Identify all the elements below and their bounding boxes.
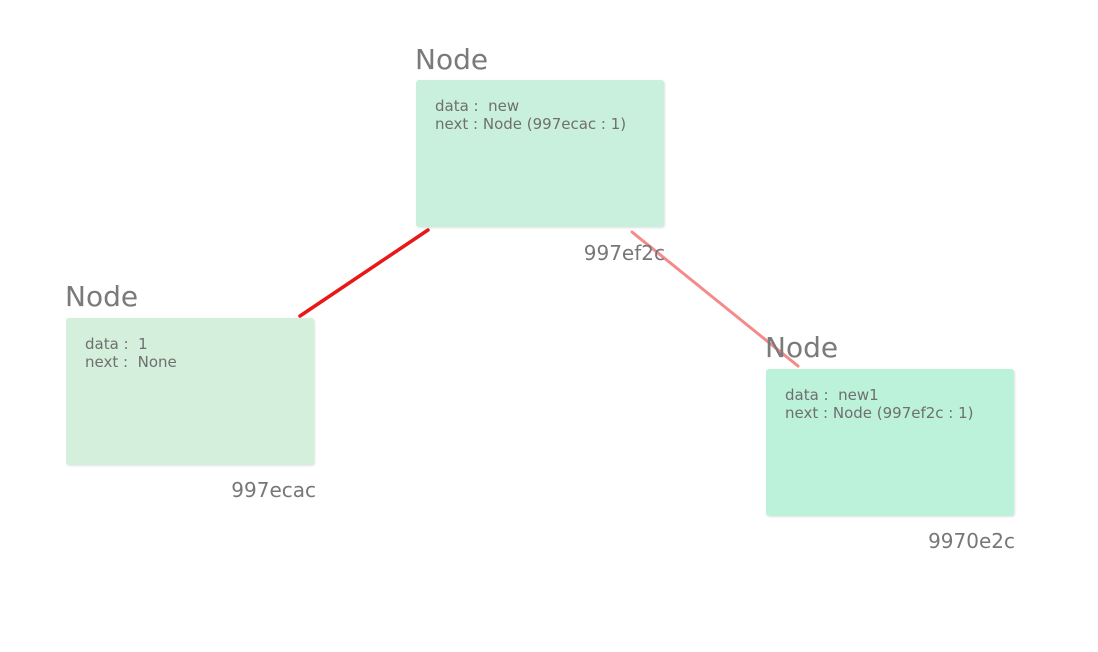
node-address-top: 997ef2c (583, 241, 665, 265)
next-field: next : None (85, 353, 177, 371)
data-field: data : 1 (85, 335, 177, 353)
node-title-left: Node (65, 280, 139, 313)
node-fields-right: data : new1 next : Node (997ef2c : 1) (785, 386, 974, 422)
node-box-top[interactable]: data : new next : Node (997ecac : 1) (416, 80, 664, 227)
next-label: next : (85, 353, 129, 371)
next-label: next : (785, 404, 829, 422)
node-title-right: Node (765, 331, 839, 364)
next-label: next : (435, 115, 479, 133)
next-value: Node (997ef2c : 1) (832, 404, 974, 422)
next-value: None (137, 353, 177, 371)
node-address-right: 9970e2c (928, 529, 1015, 553)
data-label: data : (435, 97, 479, 115)
node-box-right[interactable]: data : new1 next : Node (997ef2c : 1) (766, 369, 1014, 516)
node-address-left: 997ecac (231, 478, 316, 502)
data-value: 1 (138, 335, 148, 353)
next-field: next : Node (997ef2c : 1) (785, 404, 974, 422)
link-right-to-top (630, 230, 800, 368)
node-box-left[interactable]: data : 1 next : None (66, 318, 314, 465)
data-label: data : (785, 386, 829, 404)
data-value: new (488, 97, 520, 115)
node-fields-top: data : new next : Node (997ecac : 1) (435, 97, 626, 133)
node-fields-left: data : 1 next : None (85, 335, 177, 371)
data-value: new1 (838, 386, 879, 404)
next-value: Node (997ecac : 1) (482, 115, 627, 133)
node-title-top: Node (415, 43, 489, 76)
link-top-to-left (298, 228, 430, 318)
data-label: data : (85, 335, 129, 353)
next-field: next : Node (997ecac : 1) (435, 115, 626, 133)
data-field: data : new1 (785, 386, 974, 404)
data-field: data : new (435, 97, 626, 115)
